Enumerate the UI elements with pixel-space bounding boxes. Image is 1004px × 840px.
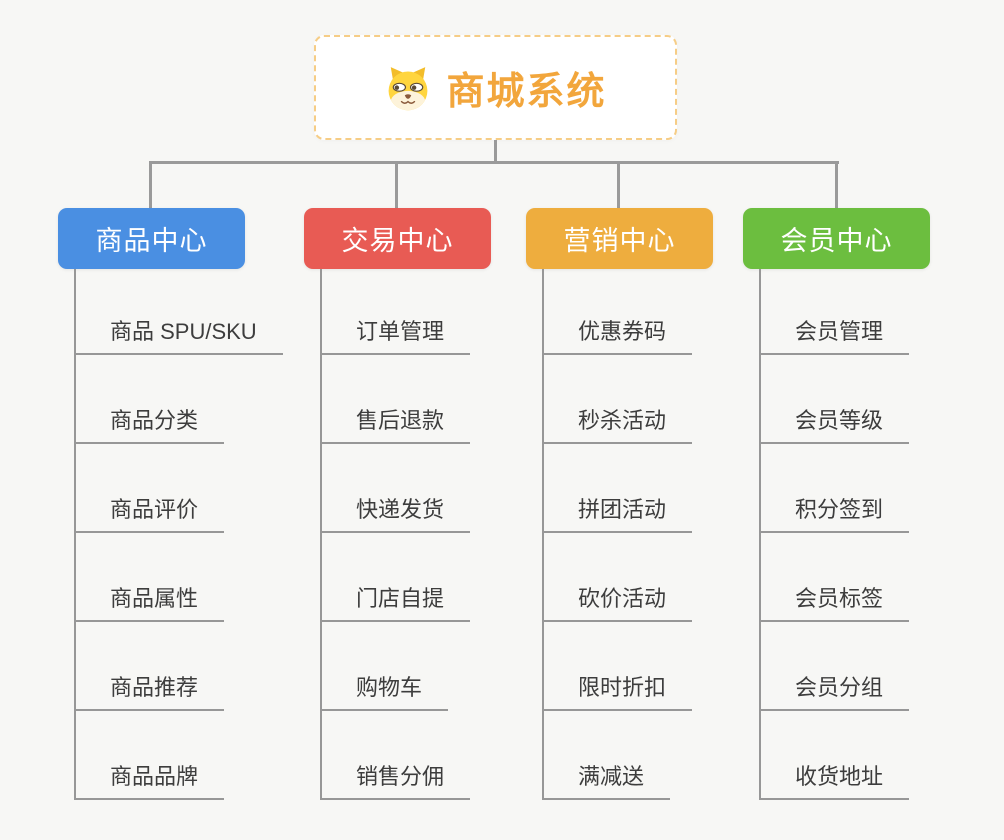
leaf-label[interactable]: 销售分佣 (322, 759, 471, 800)
leaf-node[interactable]: 秒杀活动 (544, 355, 784, 444)
leaf-label[interactable]: 商品属性 (76, 581, 225, 622)
leaf-label[interactable]: 商品 SPU/SKU (76, 314, 283, 355)
leaf-node[interactable]: 商品评价 (76, 444, 316, 533)
leaf-label[interactable]: 订单管理 (322, 314, 471, 355)
leaf-node[interactable]: 拼团活动 (544, 444, 784, 533)
leaf-label[interactable]: 商品分类 (76, 403, 225, 444)
branch-header-marketing[interactable]: 营销中心 (526, 208, 713, 269)
leaf-node[interactable]: 订单管理 (322, 269, 562, 355)
leaf-node[interactable]: 收货地址 (761, 711, 1001, 800)
leaf-node[interactable]: 砍价活动 (544, 533, 784, 622)
leaf-node[interactable]: 售后退款 (322, 355, 562, 444)
leaf-label[interactable]: 门店自提 (322, 581, 471, 622)
leaf-node[interactable]: 满减送 (544, 711, 784, 800)
connector-drop-product (149, 161, 152, 209)
leaf-label[interactable]: 会员管理 (761, 314, 910, 355)
leaf-label[interactable]: 快递发货 (322, 492, 471, 533)
leaf-node[interactable]: 积分签到 (761, 444, 1001, 533)
leaf-label[interactable]: 会员等级 (761, 403, 910, 444)
leaf-node[interactable]: 优惠券码 (544, 269, 784, 355)
leaf-node[interactable]: 门店自提 (322, 533, 562, 622)
connector-drop-trade (395, 161, 398, 209)
leaf-label[interactable]: 优惠券码 (544, 314, 693, 355)
branch-header-trade[interactable]: 交易中心 (304, 208, 491, 269)
leaf-label[interactable]: 购物车 (322, 670, 449, 711)
leaf-node[interactable]: 快递发货 (322, 444, 562, 533)
branch-trade: 交易中心 订单管理 售后退款 快递发货 门店自提 购物车 销售分佣 (304, 208, 491, 800)
branch-member: 会员中心 会员管理 会员等级 积分签到 会员标签 会员分组 收货地址 (743, 208, 930, 800)
leaf-label[interactable]: 商品品牌 (76, 759, 225, 800)
leaf-label[interactable]: 秒杀活动 (544, 403, 693, 444)
branch-items-trade: 订单管理 售后退款 快递发货 门店自提 购物车 销售分佣 (320, 269, 562, 800)
leaf-node[interactable]: 商品品牌 (76, 711, 316, 800)
leaf-label[interactable]: 会员分组 (761, 670, 910, 711)
leaf-node[interactable]: 购物车 (322, 622, 562, 711)
connector-horizontal-bar (149, 161, 839, 164)
leaf-label[interactable]: 商品评价 (76, 492, 225, 533)
leaf-label[interactable]: 满减送 (544, 759, 671, 800)
leaf-node[interactable]: 会员分组 (761, 622, 1001, 711)
leaf-label[interactable]: 售后退款 (322, 403, 471, 444)
leaf-node[interactable]: 销售分佣 (322, 711, 562, 800)
leaf-node[interactable]: 商品 SPU/SKU (76, 269, 316, 355)
leaf-node[interactable]: 会员标签 (761, 533, 1001, 622)
leaf-label[interactable]: 商品推荐 (76, 670, 225, 711)
leaf-node[interactable]: 商品分类 (76, 355, 316, 444)
connector-drop-member (835, 161, 838, 209)
root-label: 商城系统 (446, 71, 607, 113)
leaf-label[interactable]: 砍价活动 (544, 581, 693, 622)
dog-face-icon (389, 66, 428, 110)
connector-drop-marketing (617, 161, 620, 209)
leaf-node[interactable]: 商品属性 (76, 533, 316, 622)
branch-items-marketing: 优惠券码 秒杀活动 拼团活动 砍价活动 限时折扣 满减送 (542, 269, 784, 800)
leaf-node[interactable]: 商品推荐 (76, 622, 316, 711)
leaf-node[interactable]: 限时折扣 (544, 622, 784, 711)
connector-root-trunk (494, 140, 497, 162)
branch-items-product: 商品 SPU/SKU 商品分类 商品评价 商品属性 商品推荐 商品品牌 (74, 269, 316, 800)
branch-marketing: 营销中心 优惠券码 秒杀活动 拼团活动 砍价活动 限时折扣 满减送 (526, 208, 713, 800)
branch-product: 商品中心 商品 SPU/SKU 商品分类 商品评价 商品属性 商品推荐 商品品牌 (58, 208, 283, 800)
leaf-label[interactable]: 会员标签 (761, 581, 910, 622)
branch-items-member: 会员管理 会员等级 积分签到 会员标签 会员分组 收货地址 (759, 269, 1001, 800)
leaf-label[interactable]: 积分签到 (761, 492, 910, 533)
leaf-node[interactable]: 会员等级 (761, 355, 1001, 444)
leaf-label[interactable]: 拼团活动 (544, 492, 693, 533)
branch-header-product[interactable]: 商品中心 (58, 208, 245, 269)
branch-header-member[interactable]: 会员中心 (743, 208, 930, 269)
leaf-label[interactable]: 收货地址 (761, 759, 910, 800)
leaf-node[interactable]: 会员管理 (761, 269, 1001, 355)
leaf-label[interactable]: 限时折扣 (544, 670, 693, 711)
root-node[interactable]: 商城系统 (314, 35, 677, 140)
